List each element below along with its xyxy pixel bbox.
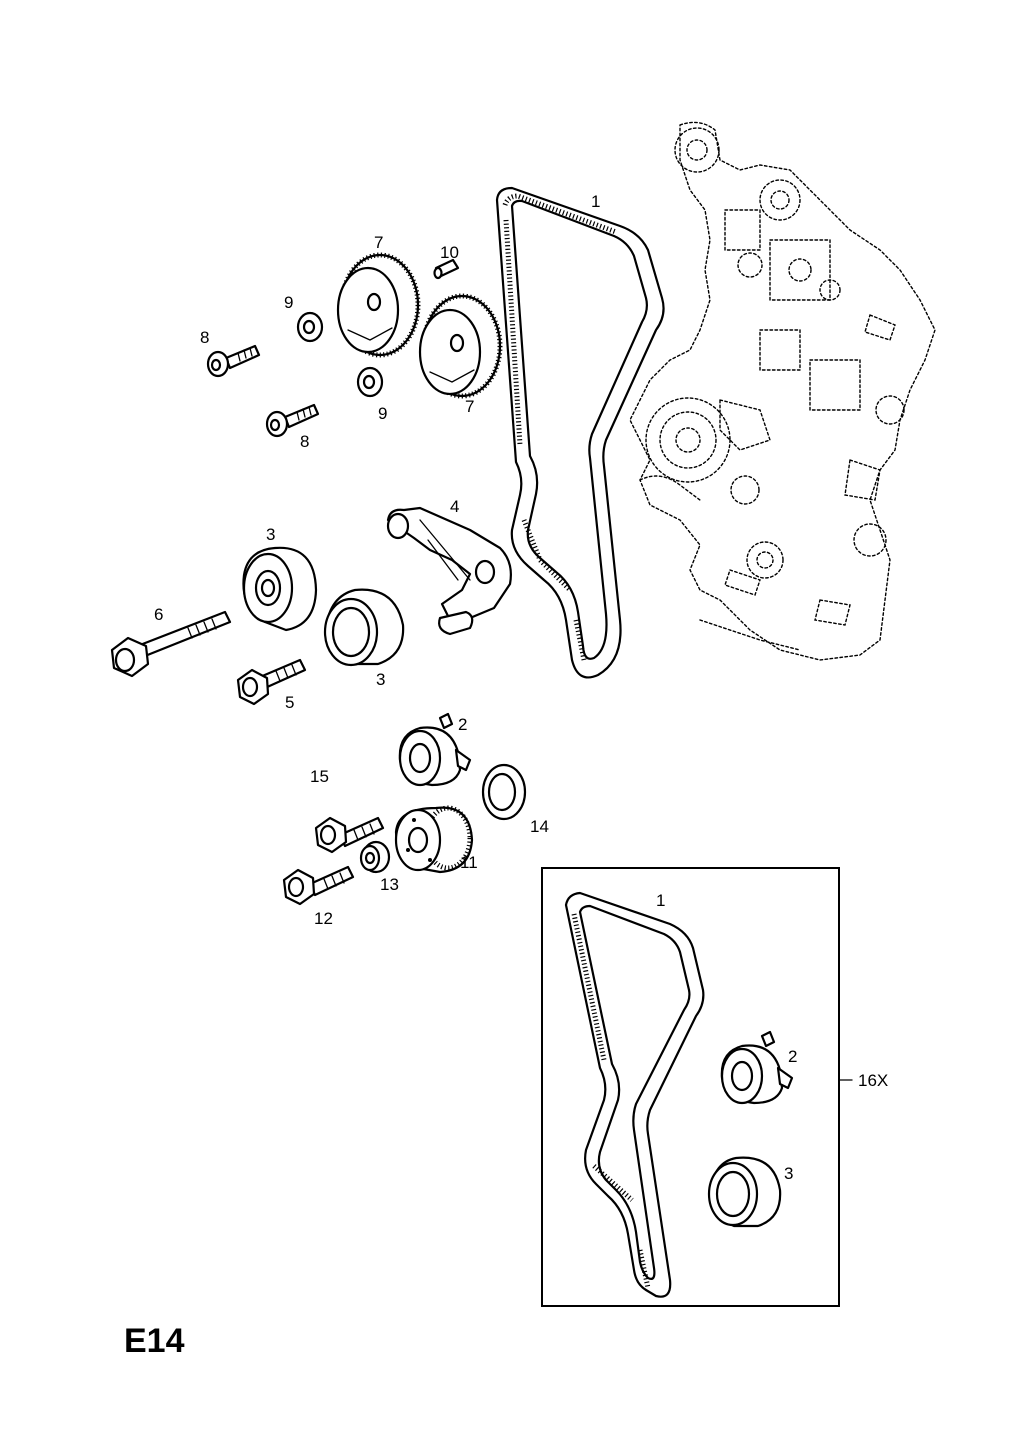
washer-13 <box>359 840 391 874</box>
callout-labels: 1 7 10 9 8 7 9 8 4 3 6 3 5 2 15 14 11 13… <box>154 192 888 1183</box>
label-seal: 14 <box>530 817 549 836</box>
kit-belt-tensioner <box>720 1030 794 1105</box>
label-crank-gear: 11 <box>460 853 478 872</box>
page-code: E14 <box>124 1322 185 1360</box>
label-tensioner: 2 <box>458 715 467 734</box>
label-pin: 10 <box>440 243 459 262</box>
long-bolt <box>110 610 232 678</box>
label-bolt-6: 6 <box>154 605 163 624</box>
kit-box <box>541 867 853 1307</box>
idler-roller <box>323 588 405 667</box>
crankshaft-gear <box>394 805 474 874</box>
label-bracket: 4 <box>450 497 459 516</box>
kit-idler-roller <box>707 1156 782 1228</box>
label-belt: 1 <box>591 192 600 211</box>
label-kit-code: 16X <box>858 1071 888 1090</box>
washer-upper <box>296 311 324 343</box>
tensioner-bracket <box>386 506 512 636</box>
belt-tensioner <box>398 712 472 787</box>
label-bolt-12: 12 <box>314 909 333 928</box>
bolt-upper <box>206 344 261 378</box>
label-idler-lower: 3 <box>376 670 385 689</box>
label-washer-lower: 9 <box>378 404 387 423</box>
idler-pulley-upper <box>242 546 318 632</box>
washer-lower <box>356 366 384 398</box>
label-pulley-upper: 7 <box>374 233 383 252</box>
camshaft-pulley-lower <box>418 293 503 399</box>
camshaft-pulley-upper <box>336 252 421 358</box>
engine-block-outline <box>629 121 936 661</box>
label-kit-belt: 1 <box>656 891 665 910</box>
kit-timing-belt <box>564 891 705 1298</box>
label-kit-idler: 3 <box>784 1164 793 1183</box>
label-washer-13: 13 <box>380 875 399 894</box>
label-bolt-5: 5 <box>285 693 294 712</box>
bolt-12 <box>282 865 355 906</box>
bolt-lower <box>265 403 320 438</box>
label-idler-upper: 3 <box>266 525 275 544</box>
timing-belt <box>495 186 665 679</box>
dowel-pin <box>433 258 460 280</box>
oil-seal <box>481 763 527 821</box>
label-pulley-lower: 7 <box>465 397 474 416</box>
label-bolt-upper: 8 <box>200 328 209 347</box>
bolt-15 <box>314 816 385 854</box>
bolt-5 <box>236 658 307 706</box>
label-washer-upper: 9 <box>284 293 293 312</box>
label-bolt-15: 15 <box>310 767 329 786</box>
label-kit-tensioner: 2 <box>788 1047 797 1066</box>
label-bolt-lower: 8 <box>300 432 309 451</box>
